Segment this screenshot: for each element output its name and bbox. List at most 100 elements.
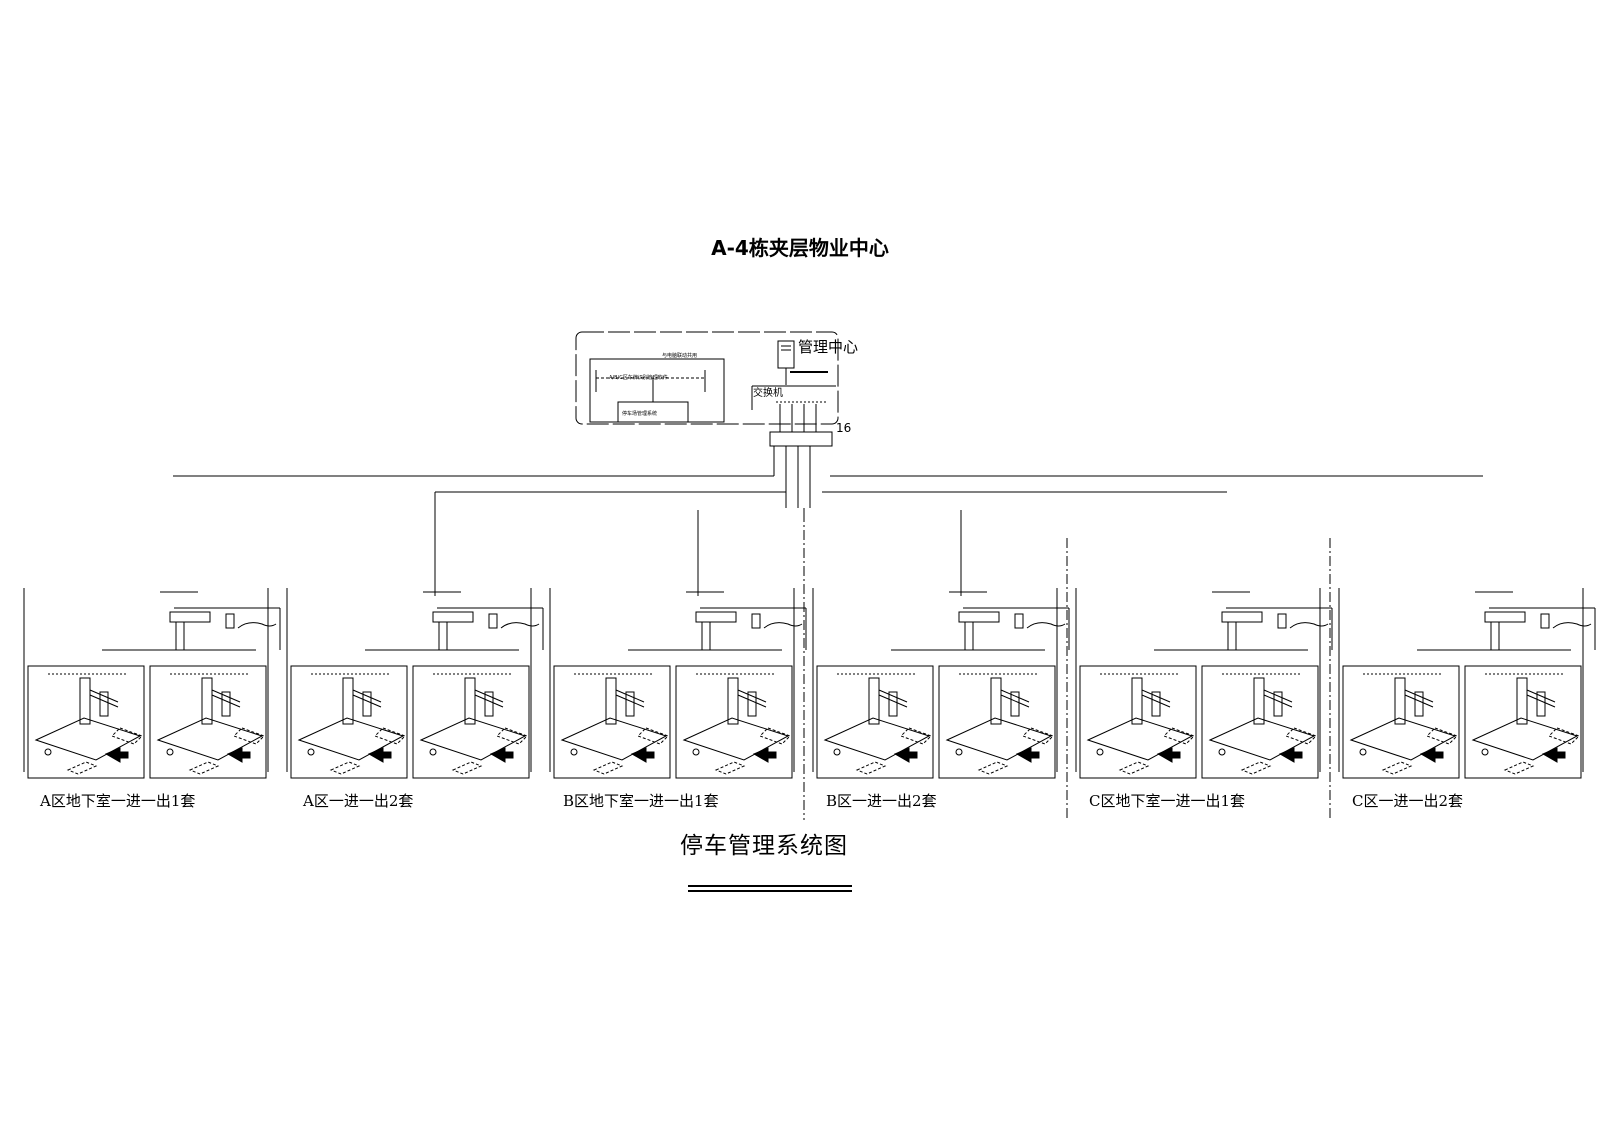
loop-detector: [111, 727, 143, 745]
barrier-arm: [1404, 694, 1434, 708]
zone-switch-box: [1221, 611, 1263, 623]
loop-detector: [1548, 727, 1580, 745]
barrier-arm: [737, 694, 767, 708]
loop-detector: [496, 727, 528, 745]
port-count-text: 16: [836, 421, 851, 435]
management-enclosure: [575, 331, 839, 425]
zone-camera-icon: [500, 622, 540, 629]
road-surface: [1208, 717, 1316, 761]
road-surface: [1086, 717, 1194, 761]
barrier-arm: [1404, 689, 1434, 703]
road-surface: [1349, 717, 1457, 761]
booth-pillar: [605, 677, 617, 725]
loop-detector: [637, 727, 669, 745]
road-surface: [945, 717, 1053, 761]
booth-pillar: [868, 677, 880, 725]
ground-sensor-icon: [1218, 748, 1226, 756]
zone-block: [23, 588, 281, 779]
road-surface: [560, 717, 668, 761]
barrier-arm: [89, 694, 119, 708]
loop-detector: [977, 761, 1009, 775]
loop-detector: [66, 761, 98, 775]
direction-arrow-icon: [489, 747, 514, 763]
loop-detector: [592, 761, 624, 775]
lane-frame: [1079, 665, 1197, 779]
direction-arrow-icon: [893, 747, 918, 763]
direction-arrow-icon: [226, 747, 251, 763]
ground-sensor-icon: [833, 748, 841, 756]
loop-detector: [1022, 727, 1054, 745]
road-surface: [34, 717, 142, 761]
zone-camera-icon: [237, 622, 277, 629]
loop-detector: [374, 727, 406, 745]
zone-block: [812, 588, 1070, 779]
gate-box: [99, 691, 109, 717]
sub-box-text: 停车场管理系统: [622, 410, 657, 417]
server-icon: [777, 340, 795, 369]
loop-detector: [233, 727, 265, 745]
zone-pc-icon: [1277, 613, 1287, 629]
barrier-arm: [1141, 694, 1171, 708]
gate-box: [625, 691, 635, 717]
barrier-arm: [352, 689, 382, 703]
road-surface: [682, 717, 790, 761]
loop-detector: [1240, 761, 1272, 775]
road-surface: [156, 717, 264, 761]
zone-caption: B区地下室一进一出1套: [563, 792, 719, 810]
direction-arrow-icon: [1419, 747, 1444, 763]
lane-frame: [412, 665, 530, 779]
direction-arrow-icon: [367, 747, 392, 763]
gate-box: [747, 691, 757, 717]
lane-frame: [290, 665, 408, 779]
zone-pc-icon: [751, 613, 761, 629]
lane-frame: [938, 665, 1056, 779]
barrier-arm: [878, 694, 908, 708]
zone-block: [286, 588, 544, 779]
gate-box: [1151, 691, 1161, 717]
gate-box: [1273, 691, 1283, 717]
booth-pillar: [79, 677, 91, 725]
direction-arrow-icon: [752, 747, 777, 763]
lane-frame: [1201, 665, 1319, 779]
lane-frame: [816, 665, 934, 779]
ground-sensor-icon: [44, 748, 52, 756]
direction-arrow-icon: [630, 747, 655, 763]
booth-pillar: [727, 677, 739, 725]
ground-sensor-icon: [1096, 748, 1104, 756]
gate-box: [1010, 691, 1020, 717]
zone-camera-icon: [1552, 622, 1592, 629]
barrier-arm: [474, 689, 504, 703]
sub-box: [617, 401, 689, 423]
booth-pillar: [1516, 677, 1528, 725]
zone-pc-icon: [488, 613, 498, 629]
zone-camera-icon: [1289, 622, 1329, 629]
gate-box: [362, 691, 372, 717]
loop-detector: [1118, 761, 1150, 775]
booth-pillar: [464, 677, 476, 725]
barrier-arm: [1263, 694, 1293, 708]
management-center-label: 管理中心: [798, 338, 859, 356]
barrier-arm: [89, 689, 119, 703]
switch-box: [769, 431, 833, 447]
loop-detector: [329, 761, 361, 775]
zone-caption: C区地下室一进一出1套: [1089, 792, 1246, 810]
barrier-arm: [615, 689, 645, 703]
barrier-arm: [737, 689, 767, 703]
lane-frame: [675, 665, 793, 779]
ground-sensor-icon: [1481, 748, 1489, 756]
barrier-arm: [352, 694, 382, 708]
zone-caption: A区一进一出2套: [303, 792, 414, 810]
direction-arrow-icon: [1156, 747, 1181, 763]
barrier-arm: [878, 689, 908, 703]
loop-detector: [900, 727, 932, 745]
direction-arrow-icon: [104, 747, 129, 763]
barrier-arm: [211, 694, 241, 708]
barrier-arm: [1526, 694, 1556, 708]
loop-detector: [1503, 761, 1535, 775]
barrier-arm: [211, 689, 241, 703]
zone-camera-icon: [1026, 622, 1066, 629]
gate-box: [888, 691, 898, 717]
ground-sensor-icon: [166, 748, 174, 756]
lane-frame: [553, 665, 671, 779]
loop-detector: [1163, 727, 1195, 745]
